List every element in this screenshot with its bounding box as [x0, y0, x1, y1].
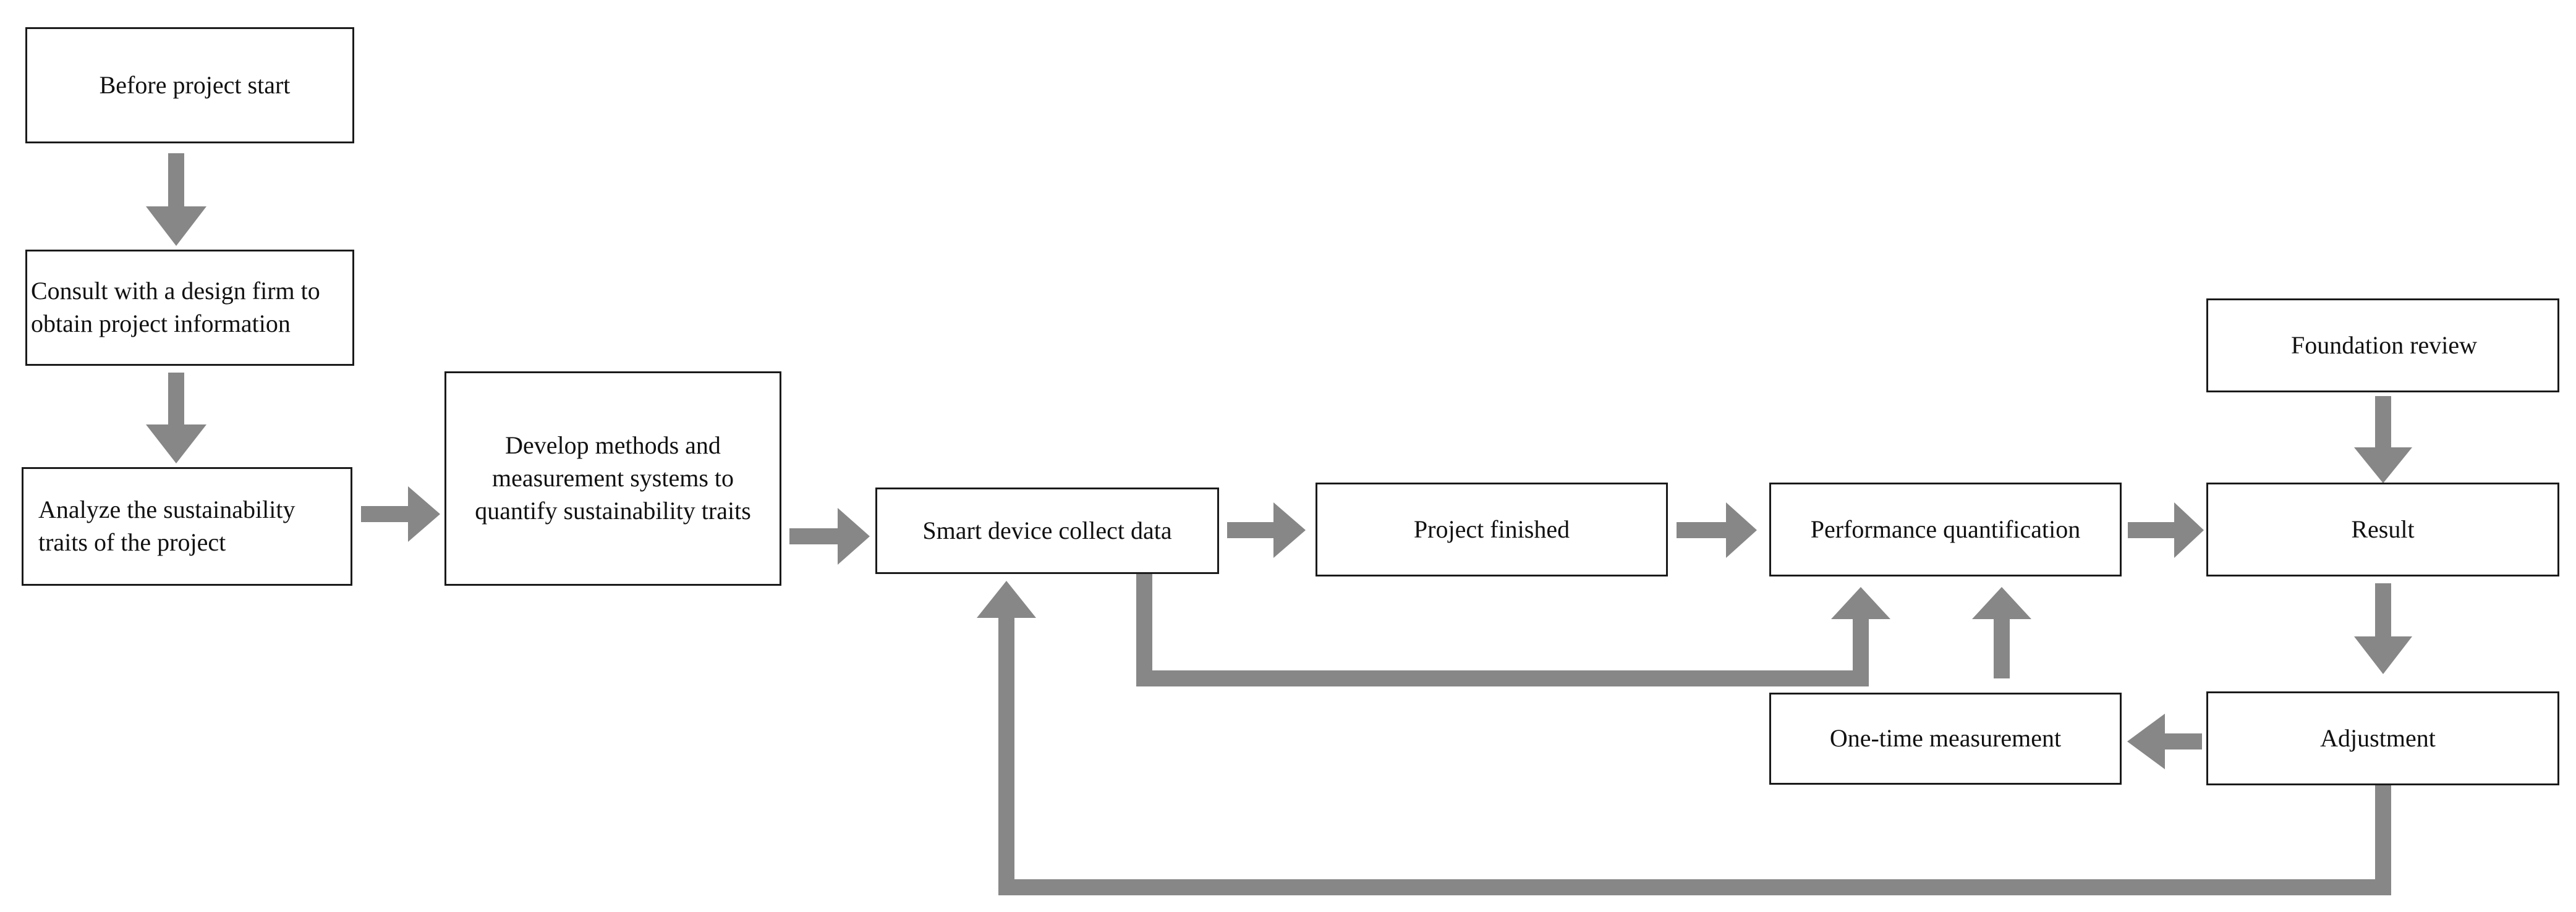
node-label: Project finished: [1413, 515, 1570, 543]
node-label: Smart device collect data: [922, 516, 1172, 544]
arrow-one-time-to-performance: [1972, 587, 2031, 678]
node-performance-quantification: Performance quantification: [1769, 483, 2122, 576]
node-label: Before project start: [99, 70, 291, 99]
node-smart-device: Smart device collect data: [875, 488, 1219, 574]
arrow-project-finished-to-performance: [1677, 502, 1757, 558]
node-label: Foundation review: [2290, 331, 2478, 359]
arrow-performance-to-result: [2128, 502, 2204, 558]
node-before-project-start: Before project start: [25, 27, 354, 143]
node-one-time-measurement: One-time measurement: [1769, 693, 2122, 785]
node-project-finished: Project finished: [1316, 483, 1668, 576]
node-label: Analyze the sustainability traits of the…: [38, 496, 295, 556]
arrow-smart-device-to-project-finished: [1227, 502, 1306, 558]
node-label: Consult with a design firm to obtain pro…: [31, 277, 320, 337]
node-label: Adjustment: [2320, 724, 2436, 752]
arrow-adjustment-feedback-to-smart-device: [977, 581, 2391, 895]
arrow-adjustment-to-one-time: [2127, 714, 2202, 769]
arrow-smart-device-loop-to-performance: [1136, 574, 1890, 686]
node-label: Performance quantification: [1810, 515, 2081, 543]
arrow-analyze-to-develop: [361, 486, 440, 542]
node-result: Result: [2206, 483, 2559, 576]
node-label: One-time measurement: [1829, 724, 2062, 753]
node-label: Develop methods and measurement systems …: [475, 431, 751, 525]
node-foundation-review: Foundation review: [2206, 298, 2559, 392]
node-adjustment: Adjustment: [2206, 691, 2559, 785]
node-consult-design-firm: Consult with a design firm to obtain pro…: [25, 250, 354, 366]
node-label: Result: [2351, 515, 2415, 543]
arrow-consult-to-analyze: [146, 373, 206, 463]
arrow-result-to-adjustment: [2354, 583, 2412, 674]
arrow-develop-to-smart-device: [789, 508, 870, 565]
arrow-foundation-review-to-result: [2354, 396, 2412, 483]
arrow-before-to-consult: [146, 153, 206, 246]
node-analyze-traits: Analyze the sustainability traits of the…: [22, 467, 352, 586]
node-develop-methods: Develop methods and measurement systems …: [444, 371, 781, 586]
